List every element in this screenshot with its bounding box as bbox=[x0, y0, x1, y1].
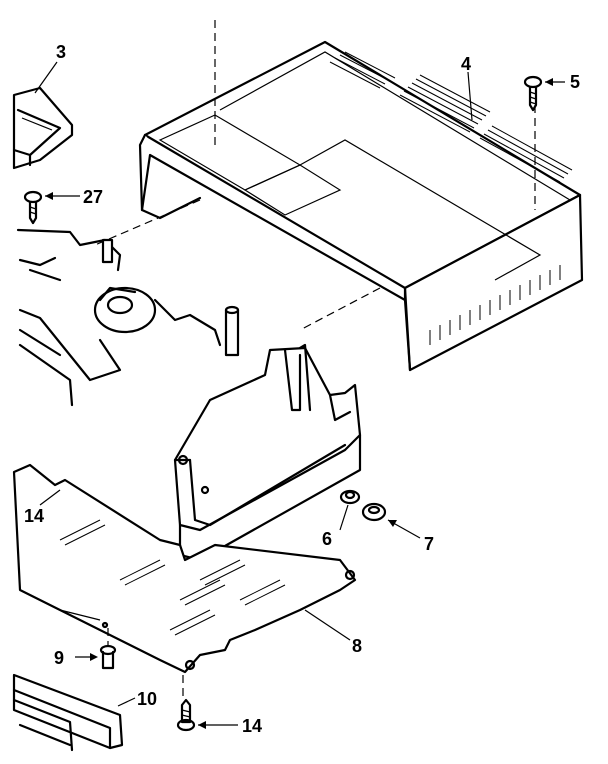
part-27-screw bbox=[23, 190, 43, 225]
callout-14-upper: 14 bbox=[24, 506, 44, 526]
callout-5: 5 bbox=[570, 72, 580, 92]
callout-8: 8 bbox=[352, 636, 362, 656]
part-9-screw bbox=[99, 644, 117, 670]
callout-14-lower: 14 bbox=[242, 716, 262, 736]
chassis-frame bbox=[173, 343, 362, 562]
callout-7: 7 bbox=[424, 534, 434, 554]
part-10-rail bbox=[12, 673, 124, 752]
part-7-foot bbox=[361, 502, 387, 522]
chassis-mechanism bbox=[16, 228, 240, 407]
part-3-panel bbox=[12, 86, 74, 170]
callout-4: 4 bbox=[461, 54, 471, 74]
part-8-bottom-plate bbox=[12, 463, 357, 700]
part-14-screw bbox=[176, 698, 196, 732]
callout-3: 3 bbox=[56, 42, 66, 62]
callout-6: 6 bbox=[322, 529, 332, 549]
leader-lines bbox=[34, 61, 565, 729]
part-6-foot bbox=[339, 489, 361, 505]
part-4-cabinet-cover bbox=[94, 20, 584, 372]
callout-9: 9 bbox=[54, 648, 64, 668]
callout-27: 27 bbox=[83, 187, 103, 207]
part-5-screw bbox=[523, 75, 543, 112]
callout-10: 10 bbox=[137, 689, 157, 709]
